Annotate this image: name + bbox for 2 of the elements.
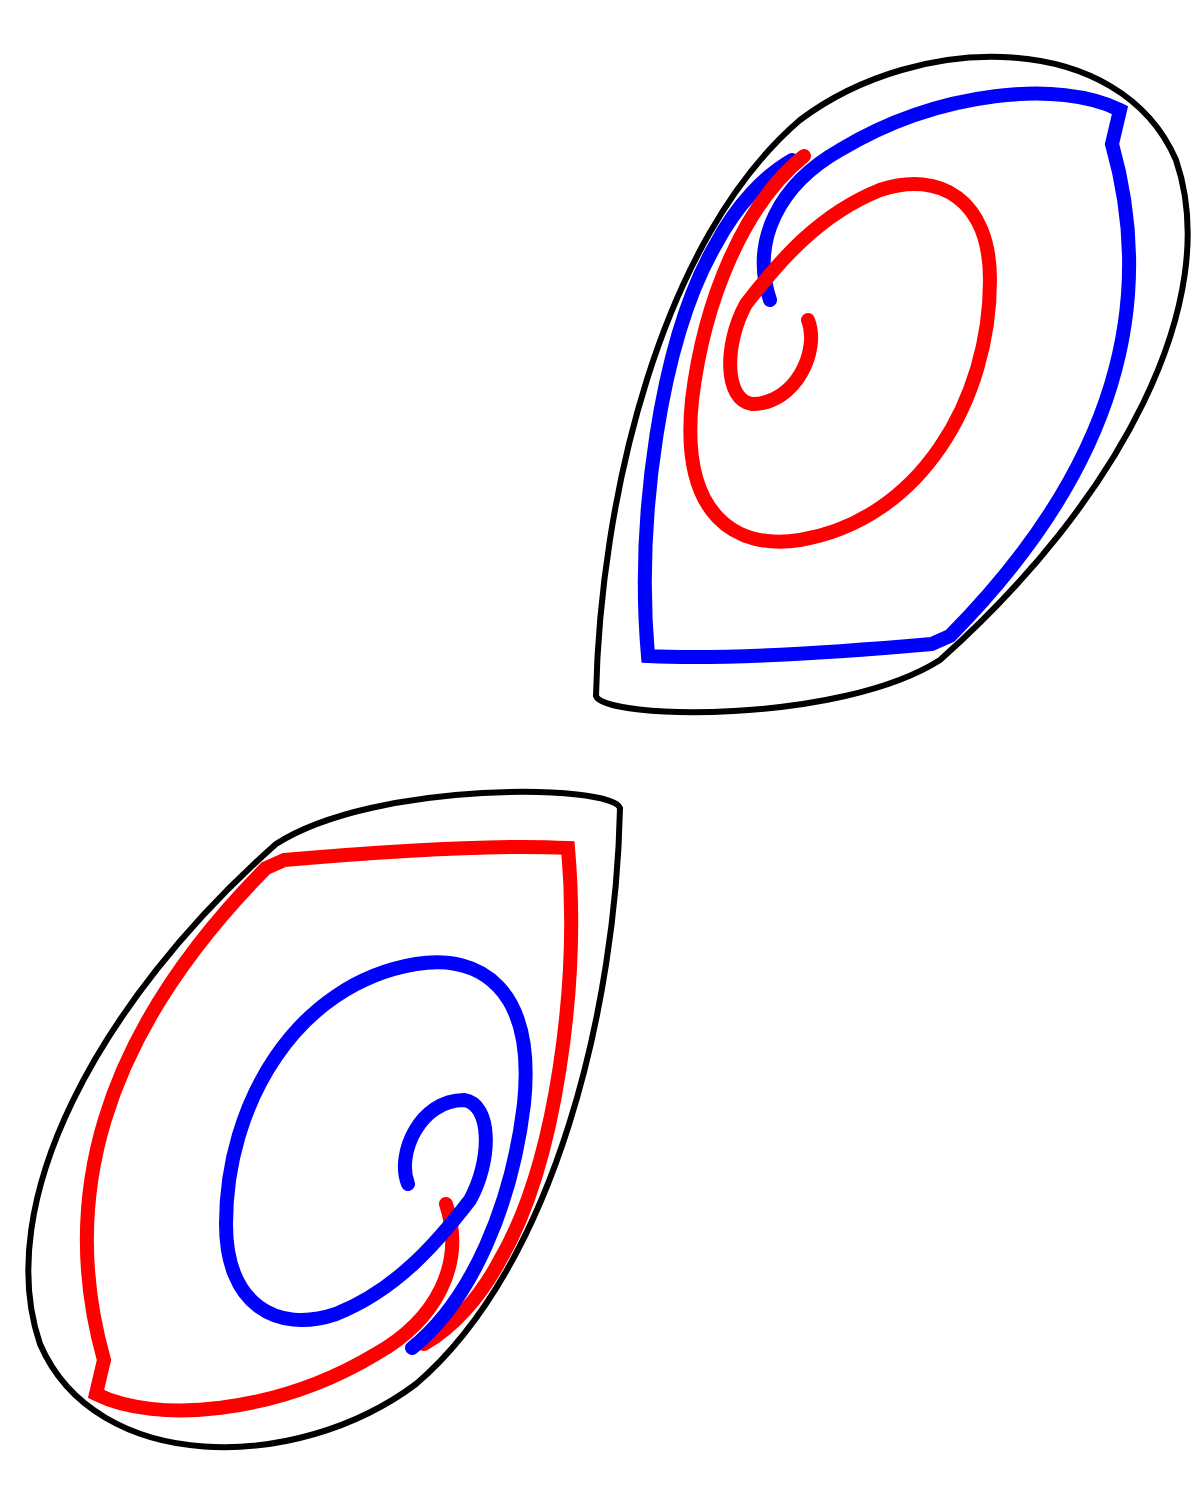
teardrop-outline	[25, 788, 623, 1450]
teardrop-outline	[593, 54, 1191, 716]
